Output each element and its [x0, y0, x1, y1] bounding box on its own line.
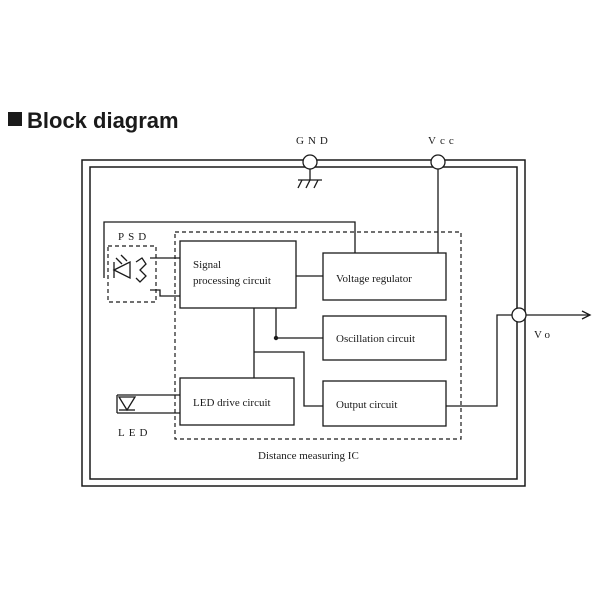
led-drive-label: LED drive circuit — [193, 397, 271, 409]
signal-processing-block — [179, 240, 297, 309]
gnd-terminal — [302, 154, 318, 170]
vcc-terminal — [430, 154, 446, 170]
signal-processing-label-2: processing circuit — [193, 275, 271, 287]
junction-dot — [273, 335, 279, 341]
inner-frame — [89, 166, 518, 480]
psd-photodiode-icon — [112, 254, 147, 283]
ground-symbol-icon — [297, 169, 322, 189]
led-drive-block — [179, 377, 295, 426]
vo-arrow-icon — [581, 310, 592, 320]
signal-processing-label-1: Signal — [193, 259, 221, 271]
voltage-regulator-label: Voltage regulator — [336, 273, 412, 285]
wire-bus-to-led-and-output — [254, 351, 323, 407]
psd-label: PSD — [118, 231, 150, 243]
vo-terminal — [511, 307, 527, 323]
ic-boundary — [174, 231, 462, 440]
voltage-regulator-block — [322, 252, 447, 301]
vcc-label: Vcc — [428, 135, 458, 147]
led-diode-icon — [116, 394, 180, 414]
output-block — [322, 380, 447, 427]
wire-output-to-vo — [446, 314, 512, 407]
oscillation-label: Oscillation circuit — [336, 333, 415, 345]
ic-label: Distance measuring IC — [258, 450, 359, 462]
vo-label: Vo — [534, 329, 554, 341]
heading-title: Block diagram — [27, 108, 179, 133]
psd-box — [107, 245, 157, 303]
heading-square-icon — [8, 112, 22, 126]
gnd-label: GND — [296, 135, 332, 147]
psd-top-wire — [103, 221, 356, 278]
psd-signal-wire-2 — [150, 289, 180, 297]
output-label: Output circuit — [336, 399, 397, 411]
led-label: LED — [118, 427, 151, 439]
